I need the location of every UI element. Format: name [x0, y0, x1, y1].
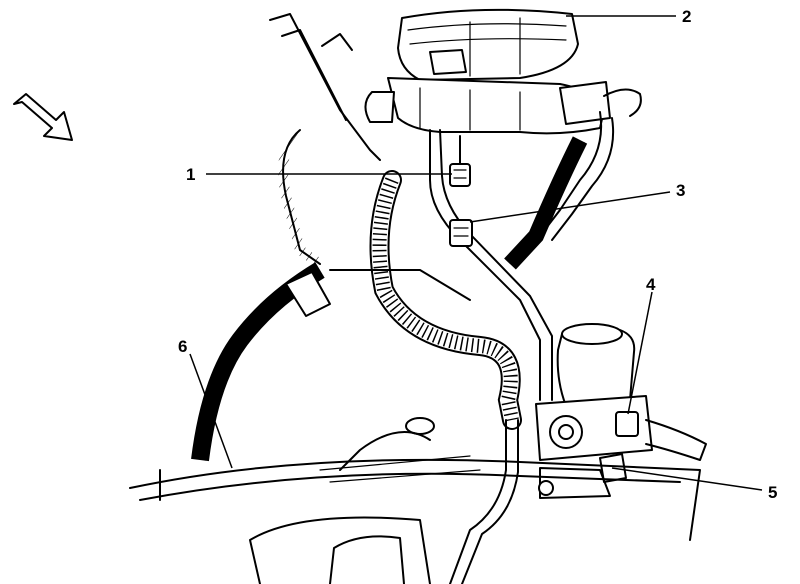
callout-5: 5 — [768, 483, 777, 502]
wiring-harness-right — [504, 136, 588, 270]
callout-leaders — [189, 15, 763, 491]
abs-modulator-assembly — [535, 323, 707, 499]
wiring-harness-lower-left — [191, 262, 471, 462]
brake-fluid-level-switch — [449, 219, 473, 247]
brake-lines — [429, 111, 615, 584]
wiring-harness-upper — [269, 13, 381, 269]
front-direction-arrow-icon — [13, 93, 73, 141]
brake-fluid-level-connector — [449, 135, 471, 187]
corrugated-conduit — [369, 170, 522, 430]
callout-2: 2 — [682, 7, 691, 26]
vehicle-body-cowl — [129, 417, 701, 584]
master-cylinder — [364, 77, 642, 135]
callout-4: 4 — [646, 275, 656, 294]
callout-1: 1 — [186, 165, 195, 184]
callout-3: 3 — [676, 181, 685, 200]
callout-6: 6 — [178, 337, 187, 356]
brake-fluid-reservoir — [397, 8, 579, 81]
